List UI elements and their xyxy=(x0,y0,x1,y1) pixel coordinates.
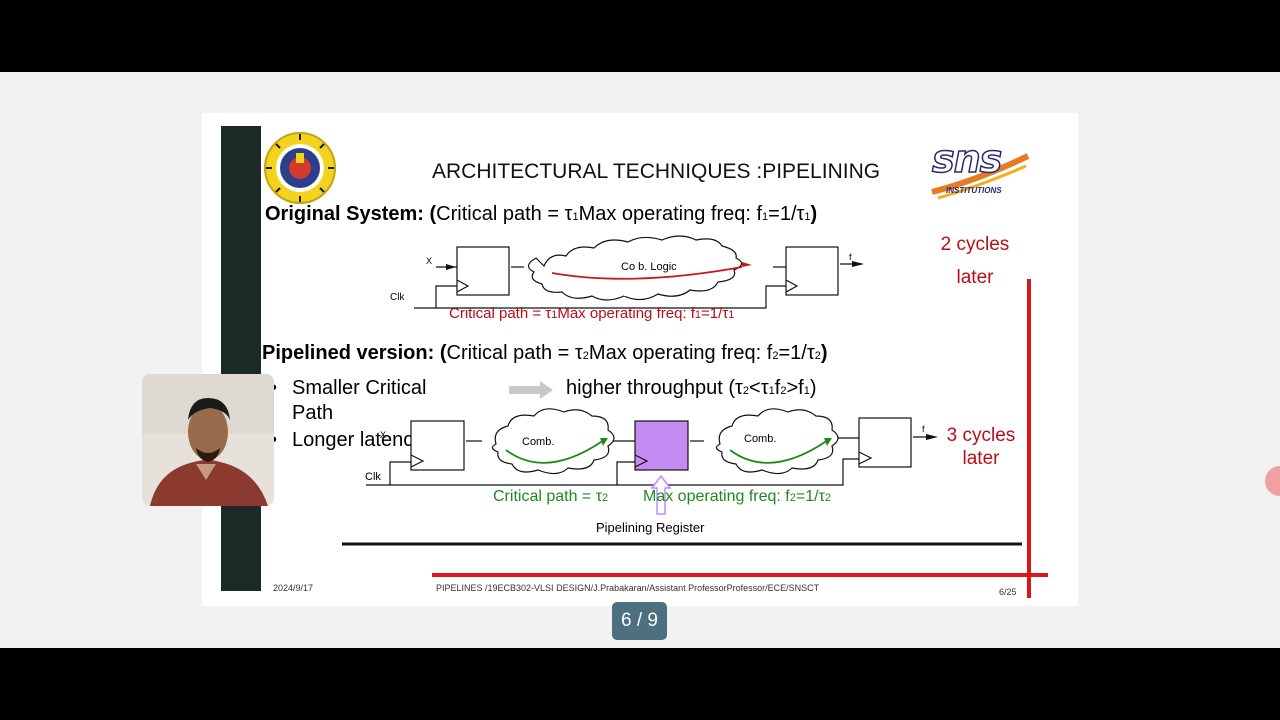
diagram2-x-label: X xyxy=(380,430,387,440)
sns-logo-subtext: INSTITUTIONS xyxy=(946,186,1002,195)
diagram1-caption-b-sub: 1 xyxy=(694,309,702,321)
sns-logo-text: sns xyxy=(931,137,1003,181)
diagram1-caption-c-sub: 1 xyxy=(728,309,735,321)
throughput-d: >f xyxy=(786,377,804,399)
diagram2-caption-c: =1/τ xyxy=(795,488,825,505)
diagram1-comb-logic-label: Co b. Logic xyxy=(621,261,677,273)
original-sub1: 1 xyxy=(572,211,579,223)
diagram2-caption: Critical path = τ2 xyxy=(493,488,608,506)
two-cycles-annotation: 2 cycles later xyxy=(930,228,1020,294)
throughput-sub2: 1 xyxy=(768,385,775,397)
two-cycles-line1: 2 cycles xyxy=(940,234,1010,255)
pipelined-maxfreq-text: Max operating freq: f xyxy=(588,342,773,364)
three-cycles-line2: later xyxy=(962,448,1000,469)
pipelined-paren-open: ( xyxy=(439,342,447,364)
diagram1-caption-b: Max operating freq: f xyxy=(557,305,695,322)
webcam-overlay xyxy=(142,374,274,506)
diagram2-caption-a: Critical path = τ xyxy=(493,488,603,505)
original-paren-open: ( xyxy=(429,203,437,225)
sns-logo: sns INSTITUTIONS xyxy=(928,137,1034,202)
diagram1-f-label: f xyxy=(849,252,852,262)
footer-date: 2024/9/17 xyxy=(273,583,314,593)
original-maxfreq-text: Max operating freq: f xyxy=(578,203,763,225)
slide-side-strip xyxy=(221,126,261,591)
diagram1-x-label: X xyxy=(426,256,433,266)
original-system-label: Original System: xyxy=(265,203,424,225)
diagram2-comb1-label: Comb. xyxy=(522,436,555,448)
diagram1-clk-label: Clk xyxy=(390,292,405,303)
pipelined-critical-text: Critical path = τ xyxy=(446,342,583,364)
letterbox-bottom xyxy=(0,648,1280,720)
throughput-c: f xyxy=(774,377,781,399)
throughput-a: higher throughput (τ xyxy=(566,377,743,399)
diagram1-caption: Critical path = τ1Max operating freq: f1… xyxy=(449,305,734,322)
pipelined-sub2: 2 xyxy=(772,350,779,362)
original-paren-close: ) xyxy=(810,203,818,225)
bullet-1-line2: Path xyxy=(292,402,334,424)
diagram2-caption-freq: Max operating freq: f2=1/τ2 xyxy=(643,488,831,506)
original-eq-text: =1/τ xyxy=(768,203,805,225)
diagram1-caption-a-sub: 1 xyxy=(551,309,558,321)
floating-side-handle[interactable] xyxy=(1265,466,1280,496)
diagram2-caption-b-sub: 2 xyxy=(789,492,796,504)
diagram2-caption-a-sub: 2 xyxy=(602,492,609,504)
slide xyxy=(202,113,1078,606)
diagram1-caption-a: Critical path = τ xyxy=(449,305,552,322)
pipelined-sub3: 2 xyxy=(814,350,821,362)
diagram2-caption-b: Max operating freq: f xyxy=(643,488,790,505)
original-sub3: 1 xyxy=(804,211,811,223)
footer-course: PIPELINES /19ECB302-VLSI DESIGN/J.Prabak… xyxy=(436,583,820,593)
throughput-e: ) xyxy=(809,377,817,399)
throughput-text: higher throughput (τ2<τ1f2>f1) xyxy=(566,377,816,400)
slide-title: ARCHITECTURAL TECHNIQUES :PIPELINING xyxy=(432,160,881,183)
bullet-2-text: Longer latency xyxy=(292,429,424,451)
pipelined-eq-text: =1/τ xyxy=(778,342,815,364)
throughput-b: <τ xyxy=(749,377,769,399)
pipelining-register-label: Pipelining Register xyxy=(596,520,705,535)
two-cycles-line2: later xyxy=(956,267,994,288)
original-system-heading: Original System: (Critical path = τ1Max … xyxy=(265,203,817,226)
original-critical-text: Critical path = τ xyxy=(436,203,573,225)
original-sub2: 1 xyxy=(762,211,769,223)
three-cycles-annotation: 3 cycles later xyxy=(936,424,1026,470)
diagram2-clk-label: Clk xyxy=(365,471,381,483)
letterbox-top xyxy=(0,0,1280,72)
throughput-sub4: 1 xyxy=(803,385,810,397)
pipelined-version-heading: Pipelined version: (Critical path = τ2Ma… xyxy=(262,342,828,365)
diagram2-caption-c-sub: 2 xyxy=(824,492,832,504)
throughput-sub1: 2 xyxy=(742,385,750,397)
page-indicator[interactable]: 6 / 9 xyxy=(612,602,667,640)
footer-page: 6/25 xyxy=(999,587,1017,597)
throughput-sub3: 2 xyxy=(780,385,787,397)
pipelined-sub1: 2 xyxy=(582,350,589,362)
bullet-1-line1: Smaller Critical xyxy=(292,377,427,399)
pipelined-paren-close: ) xyxy=(820,342,828,364)
diagram1-caption-c: =1/τ xyxy=(701,305,729,322)
diagram2-f-label: f xyxy=(922,424,925,434)
three-cycles-line1: 3 cycles xyxy=(946,425,1016,446)
pipelined-label: Pipelined version: xyxy=(262,342,435,364)
diagram2-comb2-label: Comb. xyxy=(744,433,777,445)
